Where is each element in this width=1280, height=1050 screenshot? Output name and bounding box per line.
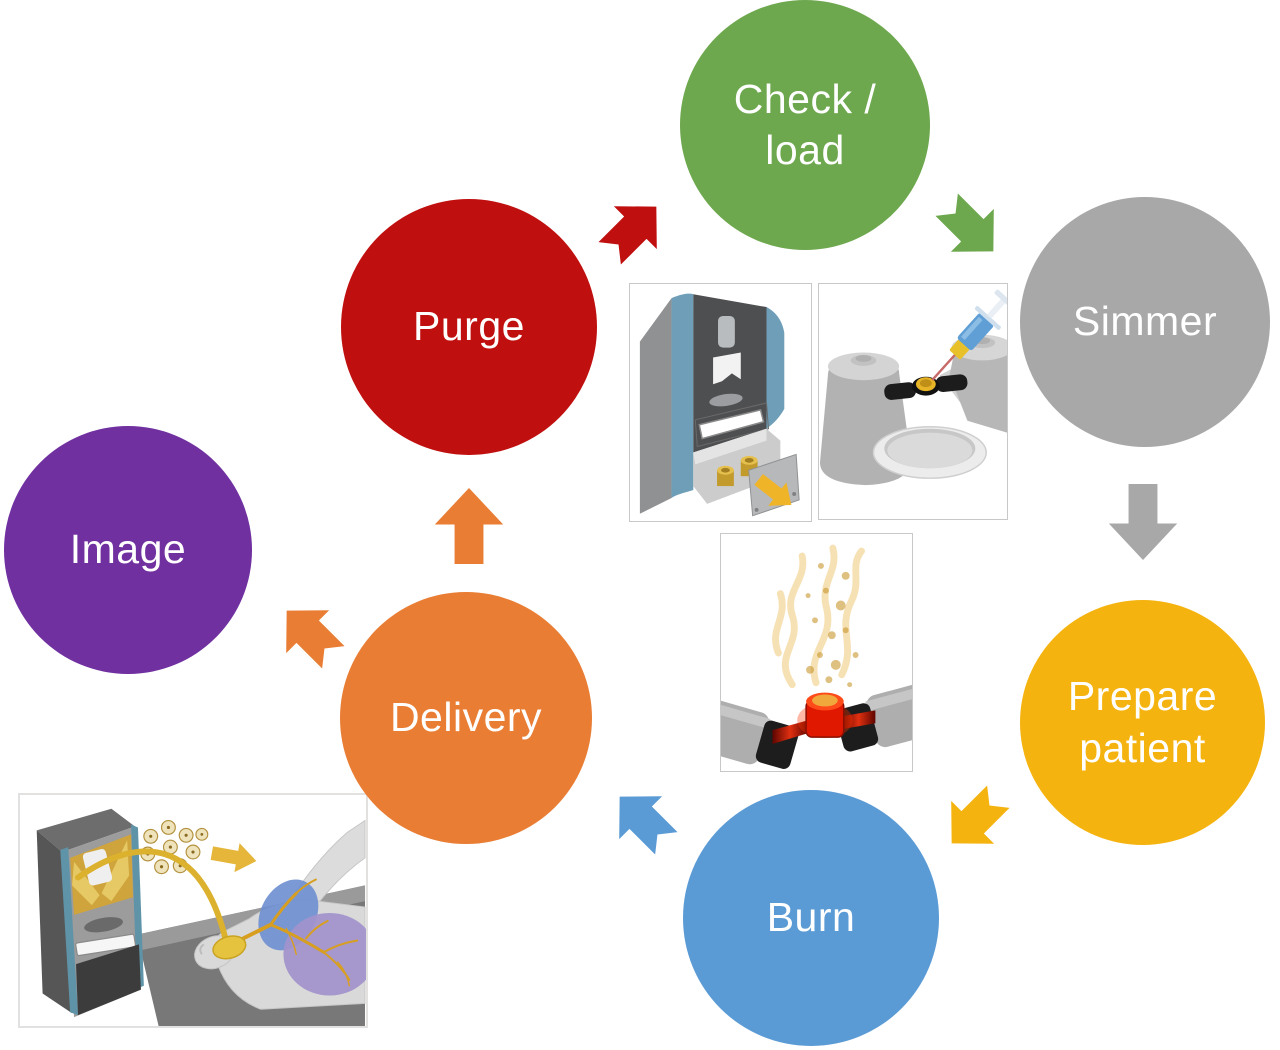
arrow-purge-to-check-load-icon [586,183,679,276]
step-purge: Purge [341,199,597,455]
syringe-icon [931,289,1007,381]
arrow-prepare-patient-to-burn-icon [928,773,1021,866]
delivery-machine [36,808,144,1018]
syringe-loading-graphic [819,289,1007,486]
aerosol-cluster [140,819,209,875]
arrow-check-load-to-simmer-icon [923,181,1016,274]
crucible-drawer-illustration [629,283,812,522]
step-burn: Burn [683,790,939,1046]
delivery-tube [75,848,229,942]
arrow-simmer-to-prepare-patient-icon [1102,484,1184,560]
patient-inhalation-illustration [18,793,368,1028]
aerosol-smoke [772,544,865,689]
aerosol-particles [805,562,859,688]
crucible-drawer-graphic [639,293,800,517]
step-burn-label: Burn [766,894,856,941]
step-check-load-label: Check / load [733,75,877,173]
flow-arrow-icon [210,843,257,873]
crucible-burning-illustration [720,533,913,772]
step-check-load: Check / load [680,0,930,250]
step-delivery: Delivery [340,592,592,844]
step-purge-label: Purge [413,303,525,350]
arrow-delivery-to-purge-icon [428,488,510,564]
step-simmer: Simmer [1020,197,1270,447]
syringe-loading-illustration [818,283,1008,520]
arrow-delivery-to-image-icon [263,587,356,680]
step-prepare-patient-label: Prepare patient [1067,673,1218,771]
arrow-burn-to-delivery-icon [596,773,689,866]
crucible-burning-graphic [721,544,912,769]
patient-inhalation-graphic [36,808,366,1026]
drawer-pull-arrow-icon [754,473,792,506]
step-simmer-label: Simmer [1072,298,1218,345]
step-delivery-label: Delivery [389,694,543,741]
step-image-label: Image [69,526,187,573]
step-image: Image [4,426,252,674]
step-prepare-patient: Prepare patient [1020,600,1265,845]
mouthpiece [212,935,247,960]
